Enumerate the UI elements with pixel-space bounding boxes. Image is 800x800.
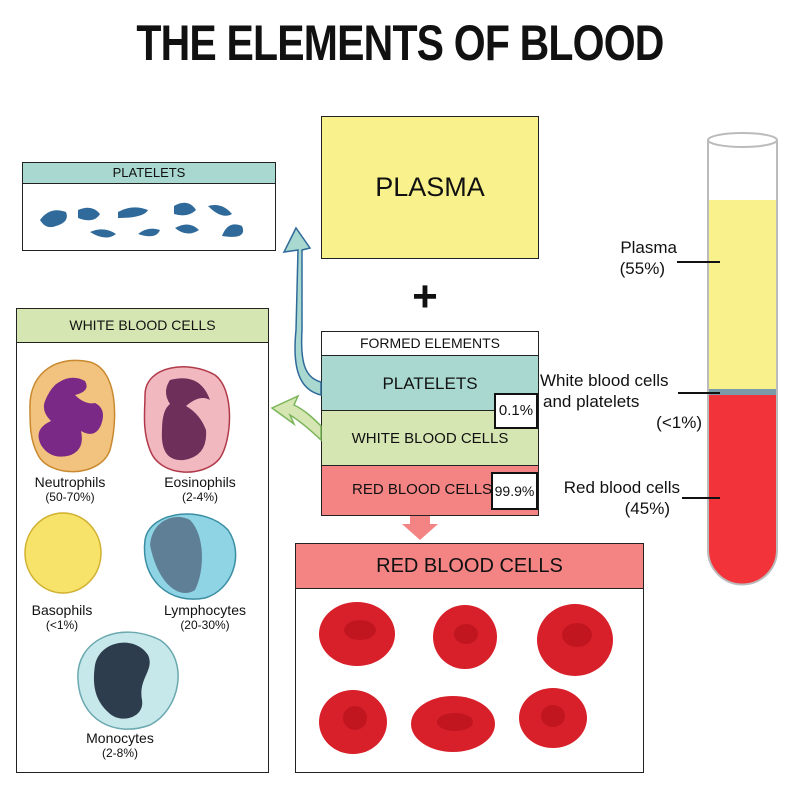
platelets-panel-header: PLATELETS [23,163,275,184]
platelet [138,228,160,237]
platelets-percent: 0.1% [494,393,538,429]
platelet [78,207,100,221]
platelet [90,229,116,238]
wbc-panel-header: WHITE BLOOD CELLS [17,309,268,343]
rbc-panel-header: RED BLOOD CELLS [296,544,643,589]
tube-buffy-layer [708,389,777,395]
monocyte-cell [77,631,179,730]
plus-sign: + [412,272,438,321]
page-title: THE ELEMENTS OF BLOOD [136,15,664,71]
formed-elements-panel: FORMED ELEMENTS PLATELETS WHITE BLOOD CE… [321,331,539,516]
formed-elements-header: FORMED ELEMENTS [359,335,500,351]
platelet [175,224,199,234]
platelet [118,207,148,218]
plasma-panel: PLASMA [321,116,539,259]
tube-red-label: Red blood cells(45%) [563,478,680,518]
tube-red-layer [708,395,777,585]
neutrophils-label: Neutrophils(50-70%) [34,474,106,505]
basophils-label: Basophils(<1%) [31,602,93,633]
platelet [208,205,232,216]
formed-platelets-label: PLATELETS [382,374,478,393]
formed-wbc-label: WHITE BLOOD CELLS [351,430,509,447]
basophil-cell [24,512,102,594]
test-tube [677,132,778,586]
lymphocytes-label: Lymphocytes(20-30%) [164,602,246,633]
lymphocyte-cell [143,513,237,600]
platelet [222,224,244,237]
formed-rbc-label: RED BLOOD CELLS [352,481,493,498]
platelet [40,210,67,228]
eosinophils-label: Eosinophils(2-4%) [164,474,236,505]
monocytes-label: Monocytes(2-8%) [86,730,154,761]
arrow-to-platelets [282,226,322,396]
platelet-shapes [40,202,244,238]
eosinophil-cell [143,366,231,473]
arrow-to-rbc [402,516,438,540]
platelet [174,202,196,216]
rbc-percent: 99.9% [491,472,538,510]
tube-plasma-label: Plasma(55%) [619,238,677,278]
neutrophil-cell [29,359,116,473]
arrow-to-wbc [270,394,322,442]
